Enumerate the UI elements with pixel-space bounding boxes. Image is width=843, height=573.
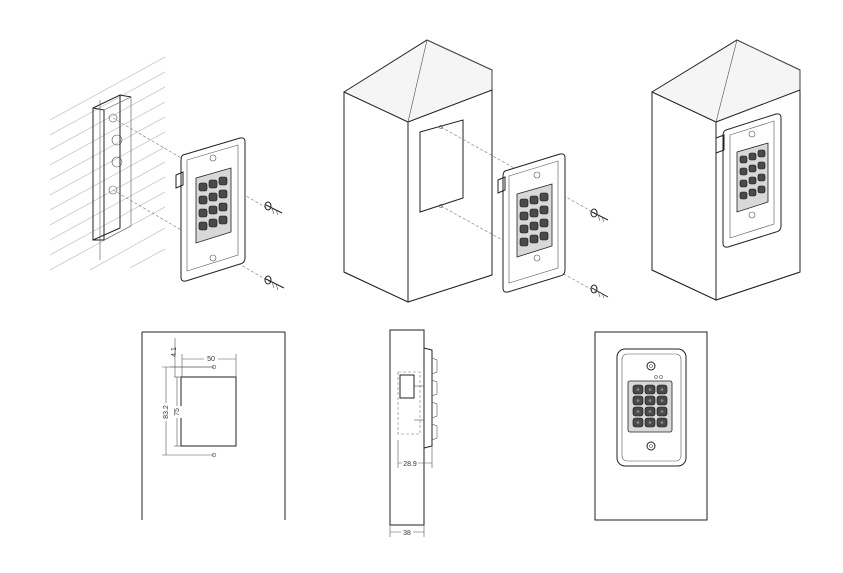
cutout-width-label: 50 [207,356,215,363]
box-depth-label: 38 [403,530,411,537]
box-front-outline [594,331,708,521]
keypad-plate [175,137,246,282]
front-view [594,331,708,521]
top-offset-label: 4.1 [171,347,178,357]
outer-height-label: 83.2 [163,405,170,419]
screw-icon [590,208,609,223]
screw-icon [590,284,609,299]
wall-mount-view [49,56,285,291]
bottom-screw-icon [646,441,656,451]
wall-hatching [49,56,166,271]
keypad-depth-label: 28.9 [403,461,417,468]
surface-box-exploded-view [343,39,609,303]
cutout-dimension-view: 50 4.1 83.2 75 [141,331,286,520]
cutout-rectangle [180,376,237,447]
screw-icon [264,275,285,291]
led-indicator-icon [659,375,663,379]
top-screw-icon [646,361,656,371]
keypad-plate [497,153,566,293]
box-side-profile [389,329,425,526]
cutout-height-label: 75 [174,408,181,416]
screw-icon [264,201,283,216]
side-section-view: 28.9 38 [389,329,438,537]
front-keypad-keys [632,384,668,428]
electrical-back-box [92,94,132,260]
keypad-plate [715,113,782,248]
surface-box-assembled-view [651,39,801,301]
keypad-keys [198,176,228,231]
led-indicator-icon [654,375,658,379]
